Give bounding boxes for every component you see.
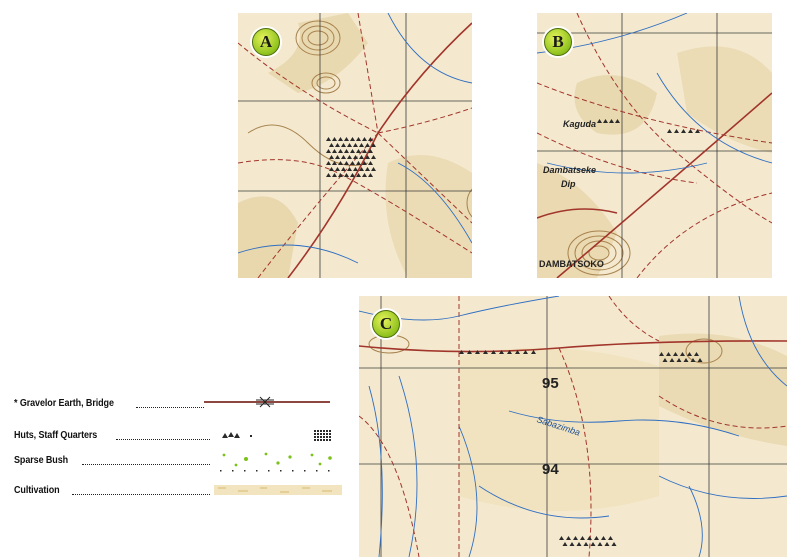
grid-number-95: 95 xyxy=(542,375,559,392)
legend-leader xyxy=(82,464,210,465)
map-c-graphic xyxy=(359,296,787,557)
place-label-dambatsoko: DAMBATSOKO xyxy=(539,259,604,269)
huts-icon xyxy=(222,430,331,441)
place-label-dip: Dip xyxy=(561,179,576,189)
legend-row-gravel-road: * Gravelor Earth, Bridge xyxy=(14,396,354,414)
panel-badge-b: B xyxy=(544,28,572,56)
sparse-bush-icon xyxy=(220,452,332,472)
legend-label-cultivation: Cultivation xyxy=(14,485,60,496)
grid-number-94: 94 xyxy=(542,461,559,478)
map-panel-a xyxy=(238,13,472,278)
place-label-dambatseke: Dambatseke xyxy=(543,165,597,175)
legend-label-sparse-bush: Sparse Bush xyxy=(14,455,69,466)
legend-row-sparse-bush: Sparse Bush xyxy=(14,452,354,472)
legend-leader xyxy=(136,407,204,408)
map-panel-b: Kaguda Dambatseke Dip DAMBATSOKO xyxy=(537,13,772,278)
legend-leader xyxy=(72,494,210,495)
legend-label-huts: Huts, Staff Quarters xyxy=(14,430,98,441)
legend-leader xyxy=(116,439,210,440)
panel-badge-c: C xyxy=(372,310,400,338)
legend-row-cultivation: Cultivation xyxy=(14,485,354,501)
road-bridge-icon xyxy=(204,396,330,408)
legend-row-huts: Huts, Staff Quarters xyxy=(14,430,354,446)
cultivation-icon xyxy=(214,485,342,495)
map-b-graphic xyxy=(537,13,772,278)
map-a-graphic xyxy=(238,13,472,278)
place-label-kaguda: Kaguda xyxy=(563,119,597,129)
map-panel-c: 95 94 Sabazimba xyxy=(359,296,787,557)
legend-label-gravel-road: * Gravelor Earth, Bridge xyxy=(14,398,114,409)
panel-badge-a: A xyxy=(252,28,280,56)
